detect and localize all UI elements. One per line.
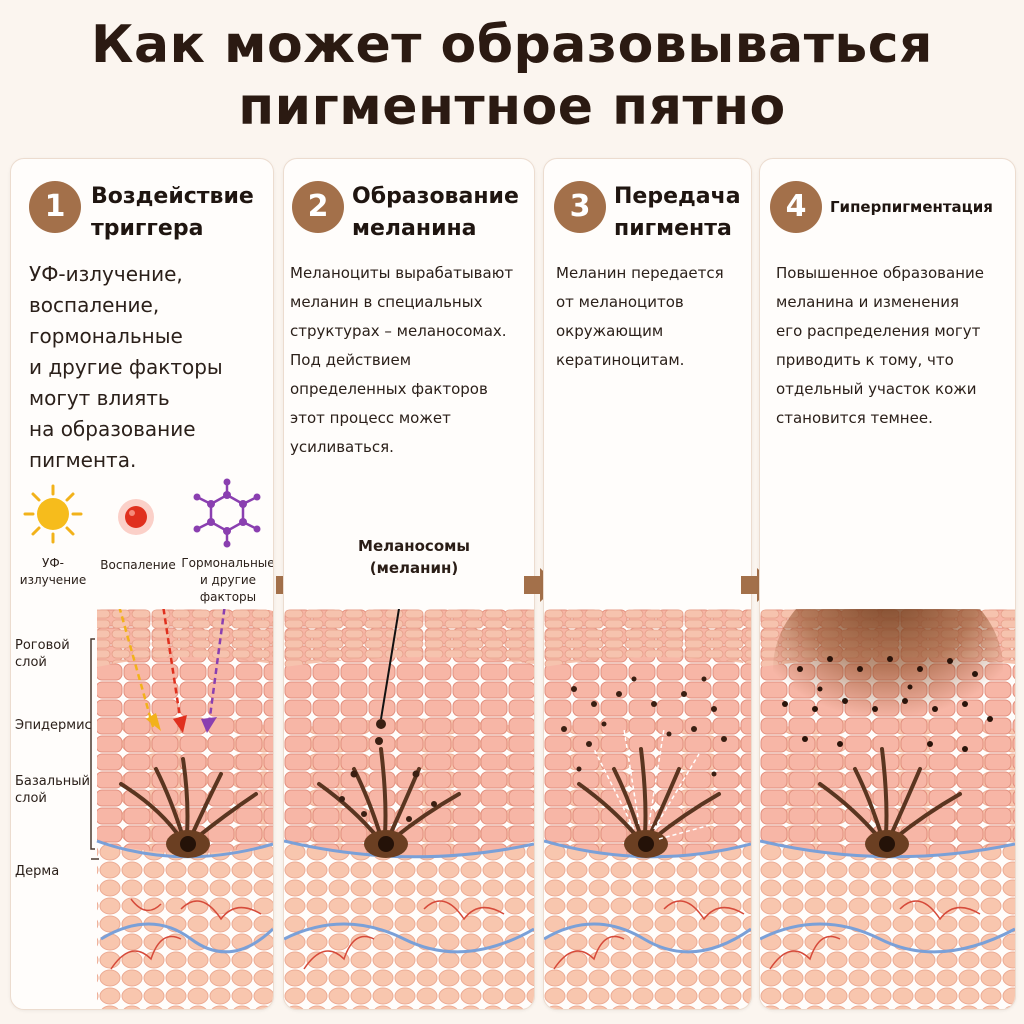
step-description: УФ-излучение, воспаление, гормональные и… (29, 259, 263, 476)
step-title-line-2: триггера (91, 216, 204, 241)
desc-line: на образование (29, 417, 196, 441)
hormonal-label-line: и другие (199, 573, 257, 587)
uv-label: УФ- излучение (13, 555, 93, 589)
desc-line: этот процесс может (290, 409, 451, 427)
desc-line: от меланоцитов (556, 293, 684, 311)
hormonal-label: Гормональные и другие факторы (181, 555, 274, 606)
skin-cross-section (544, 609, 751, 1009)
arrow-right-icon (741, 568, 775, 602)
step-number-badge: 1 (29, 181, 81, 233)
layer-label-line: слой (15, 655, 47, 670)
layer-label-line: Роговой (15, 638, 70, 653)
hormonal-label-line: факторы (199, 590, 257, 604)
desc-line: кератиноцитам. (556, 351, 685, 369)
step-panel-2: 2 Образование меланина Меланоциты выраба… (283, 158, 535, 1010)
step-title: Гиперпигментация (830, 191, 1007, 223)
desc-line: могут влиять (29, 386, 170, 410)
desc-line: Меланоциты вырабатывают (290, 264, 514, 282)
title-line-2: пигментное пятно (238, 77, 786, 137)
basal-layer-label: Базальный слой (15, 773, 90, 807)
desc-line: структурах – меланосомах. (290, 322, 507, 340)
desc-line: и другие факторы (29, 355, 223, 379)
hormonal-label-line: Гормональные (181, 556, 274, 570)
layer-label-line: Базальный (15, 774, 90, 789)
inflammation-icon (118, 499, 154, 535)
desc-line: отдельный участок кожи (776, 380, 977, 398)
skin-cross-section (90, 609, 273, 1009)
molecule-icon (193, 478, 261, 548)
step-description: Повышенное образование меланина и измене… (776, 259, 1005, 433)
desc-line: пигмента. (29, 448, 137, 472)
desc-line: окружающим (556, 322, 664, 340)
desc-line: приводить к тому, что (776, 351, 954, 369)
step-title: Передача пигмента (614, 181, 743, 245)
epidermis-label: Эпидермис (15, 717, 92, 734)
dermis-label: Дерма (15, 863, 59, 880)
step-number-badge: 2 (292, 181, 344, 233)
layer-label-line: Эпидермис (15, 718, 92, 733)
step-description: Меланин передается от меланоцитов окружа… (556, 259, 741, 375)
skin-cross-section (760, 609, 1015, 1009)
arrow-right-icon (524, 568, 558, 602)
melanosomes-label: Меланосомы (меланин) (344, 535, 484, 579)
desc-line: определенных факторов (290, 380, 488, 398)
skin-cross-section (284, 609, 534, 1009)
desc-line: Повышенное образование (776, 264, 984, 282)
desc-line: усиливаться. (290, 438, 394, 456)
desc-line: Под действием (290, 351, 412, 369)
uv-label-line: УФ- (42, 556, 64, 570)
step-title-line-2: меланина (352, 216, 477, 241)
step-title: Воздействие триггера (91, 181, 265, 245)
desc-line: гормональные (29, 324, 183, 348)
stratum-corneum-label: Роговой слой (15, 637, 70, 671)
title-line-1: Как может образовываться (91, 15, 933, 75)
step-panel-4: 4 Гиперпигментация Повышенное образовани… (759, 158, 1016, 1010)
desc-line: Меланин передается (556, 264, 724, 282)
step-title-line-1: Передача (614, 184, 741, 209)
page-title: Как может образовываться пигментное пятн… (0, 14, 1024, 138)
melanosomes-label-line: Меланосомы (358, 537, 470, 555)
step-number-badge: 4 (770, 181, 822, 233)
step-panel-3: 3 Передача пигмента Меланин передается о… (543, 158, 752, 1010)
desc-line: становится темнее. (776, 409, 933, 427)
desc-line: УФ-излучение, (29, 262, 183, 286)
inflammation-label: Воспаление (95, 557, 181, 574)
step-description: Меланоциты вырабатывают меланин в специа… (290, 259, 524, 462)
step-number-badge: 3 (554, 181, 606, 233)
melanosomes-label-line: (меланин) (369, 559, 459, 577)
step-title-line-1: Воздействие (91, 184, 254, 209)
step-title-line-1: Гиперпигментация (830, 198, 993, 216)
sun-icon (23, 484, 83, 544)
desc-line: меланин в специальных (290, 293, 483, 311)
layer-label-line: слой (15, 791, 47, 806)
step-title-line-1: Образование (352, 184, 519, 209)
step-title: Образование меланина (352, 181, 526, 245)
uv-label-line: излучение (19, 573, 87, 587)
step-title-line-2: пигмента (614, 216, 732, 241)
desc-line: его распределения могут (776, 322, 981, 340)
inflammation-label-line: Воспаление (100, 558, 176, 572)
desc-line: меланина и изменения (776, 293, 960, 311)
step-panel-1: 1 Воздействие триггера УФ-излучение, вос… (10, 158, 274, 1010)
layer-label-line: Дерма (15, 864, 60, 879)
desc-line: воспаление, (29, 293, 160, 317)
